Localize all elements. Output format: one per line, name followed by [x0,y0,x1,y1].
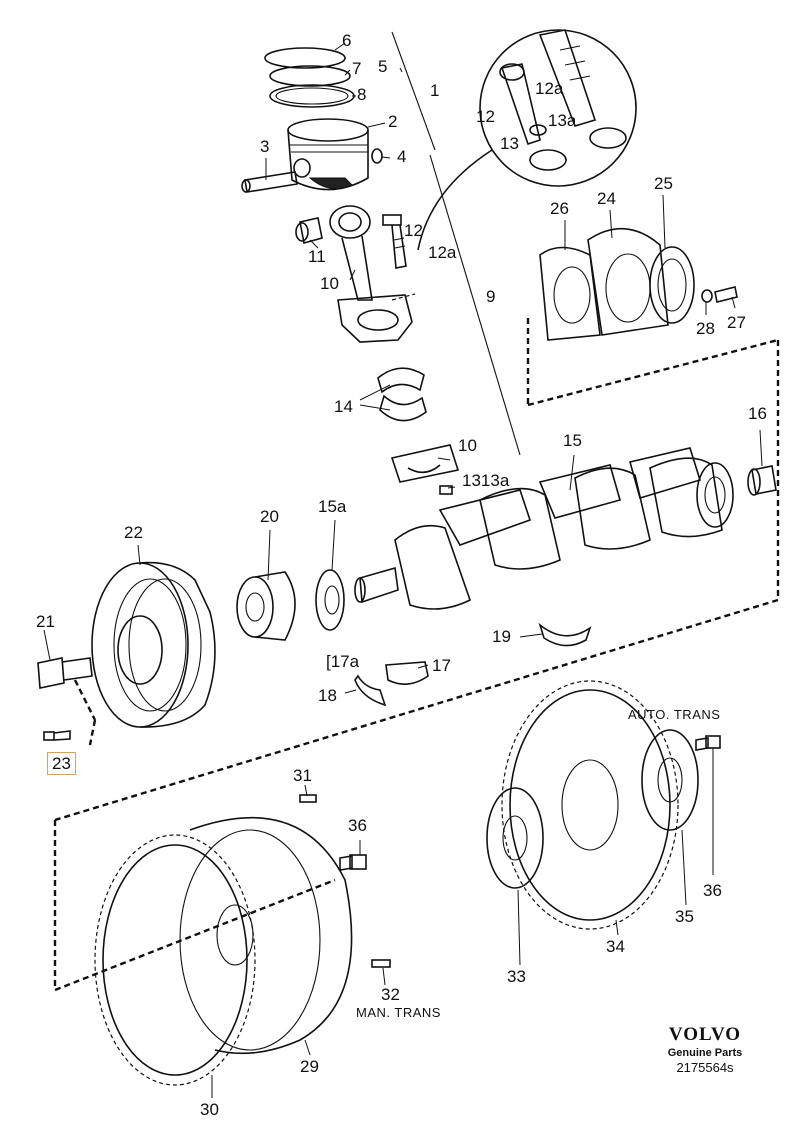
crankshaft [354,447,734,610]
piston-pin [241,171,298,193]
piston-rings [264,47,355,108]
callout-18: 18 [318,686,337,705]
man-trans-note: MAN. TRANS [356,1005,441,1020]
callout-5: 5 [378,57,388,76]
dowel-pin-top [299,794,317,803]
callout-35: 35 [675,907,694,926]
callout-12: 12 [404,221,423,240]
callout-22: 22 [124,523,143,542]
callout-30: 30 [200,1100,219,1119]
callout-28: 28 [696,319,715,338]
volvo-logo: VOLVO [668,1024,742,1045]
conrod-cap [390,444,460,495]
crankshaft-gear [236,571,296,641]
crankshaft-pulley [91,561,216,728]
dowel-pin-bottom [371,959,391,968]
circlip [371,148,383,164]
callout-24: 24 [597,189,616,208]
callout-33: 33 [507,967,526,986]
callout-1313a: 1313a [462,471,510,490]
callout-20: 20 [260,507,279,526]
callout-12-detail: 12 [476,107,495,126]
leader-lines [43,42,763,1098]
flex-plate-auto [486,680,699,930]
callout-15: 15 [563,431,582,450]
auto-trans-note: AUTO. TRANS [628,707,721,722]
callout-8: 8 [357,85,367,104]
main-bearing-shell-upper [538,622,592,647]
callout-17: 17 [432,656,451,675]
callout-10-rod: 10 [320,274,339,293]
callout-7: 7 [352,59,362,78]
callout-11: 11 [308,247,326,266]
diagram-code: 2175564s [676,1060,734,1075]
assembly-brackets [53,31,780,992]
callout-14: 14 [334,397,353,416]
callout-25: 25 [654,174,673,193]
callout-27: 27 [727,313,746,332]
callout-15a: 15a [318,497,347,516]
small-end-bush [295,217,323,245]
callout-19: 19 [492,627,511,646]
pilot-bearing [747,465,777,496]
callout-16: 16 [748,404,767,423]
detail-circle [417,29,637,251]
callout-26: 26 [550,199,569,218]
callout-1: 1 [430,81,440,100]
housing-bolt [701,286,738,303]
callout-12a-detail: 12a [535,79,564,98]
callout-10-cap: 10 [458,436,477,455]
callout-17a: [17a [326,652,360,671]
genuine-parts-label: Genuine Parts [667,1047,743,1059]
pulley-bolt [37,657,93,689]
flywheel-manual [94,816,353,1086]
callout-13a-detail: 13a [548,111,577,130]
callout-31: 31 [293,766,312,785]
callout-23: 23 [47,752,76,775]
callout-3: 3 [260,137,270,156]
big-end-bearing-shells [377,367,427,422]
volvo-genuine-parts-mark: VOLVO Genuine Parts 2175564s [650,1024,760,1075]
callout-9: 9 [486,287,496,306]
connecting-rod [329,205,416,343]
small-bolt [43,730,71,741]
callout-32: 32 [381,985,400,1004]
callout-12a: 12a [428,243,457,262]
thrust-bearing-shells [354,661,429,707]
callout-4: 4 [397,147,407,166]
callout-36-left: 36 [348,816,367,835]
rear-seal-housing [539,227,695,341]
flywheel-bolt [339,854,367,871]
callout-13-detail: 13 [500,134,519,153]
callout-21: 21 [36,612,55,631]
callout-34: 34 [606,937,625,956]
piston [287,118,369,191]
callout-2: 2 [388,112,398,131]
thrust-washer [315,569,345,631]
callout-6: 6 [342,31,352,50]
callout-36-right: 36 [703,881,722,900]
callout-29: 29 [300,1057,319,1076]
conrod-bolt [382,214,407,269]
flex-plate-bolt [695,735,721,751]
